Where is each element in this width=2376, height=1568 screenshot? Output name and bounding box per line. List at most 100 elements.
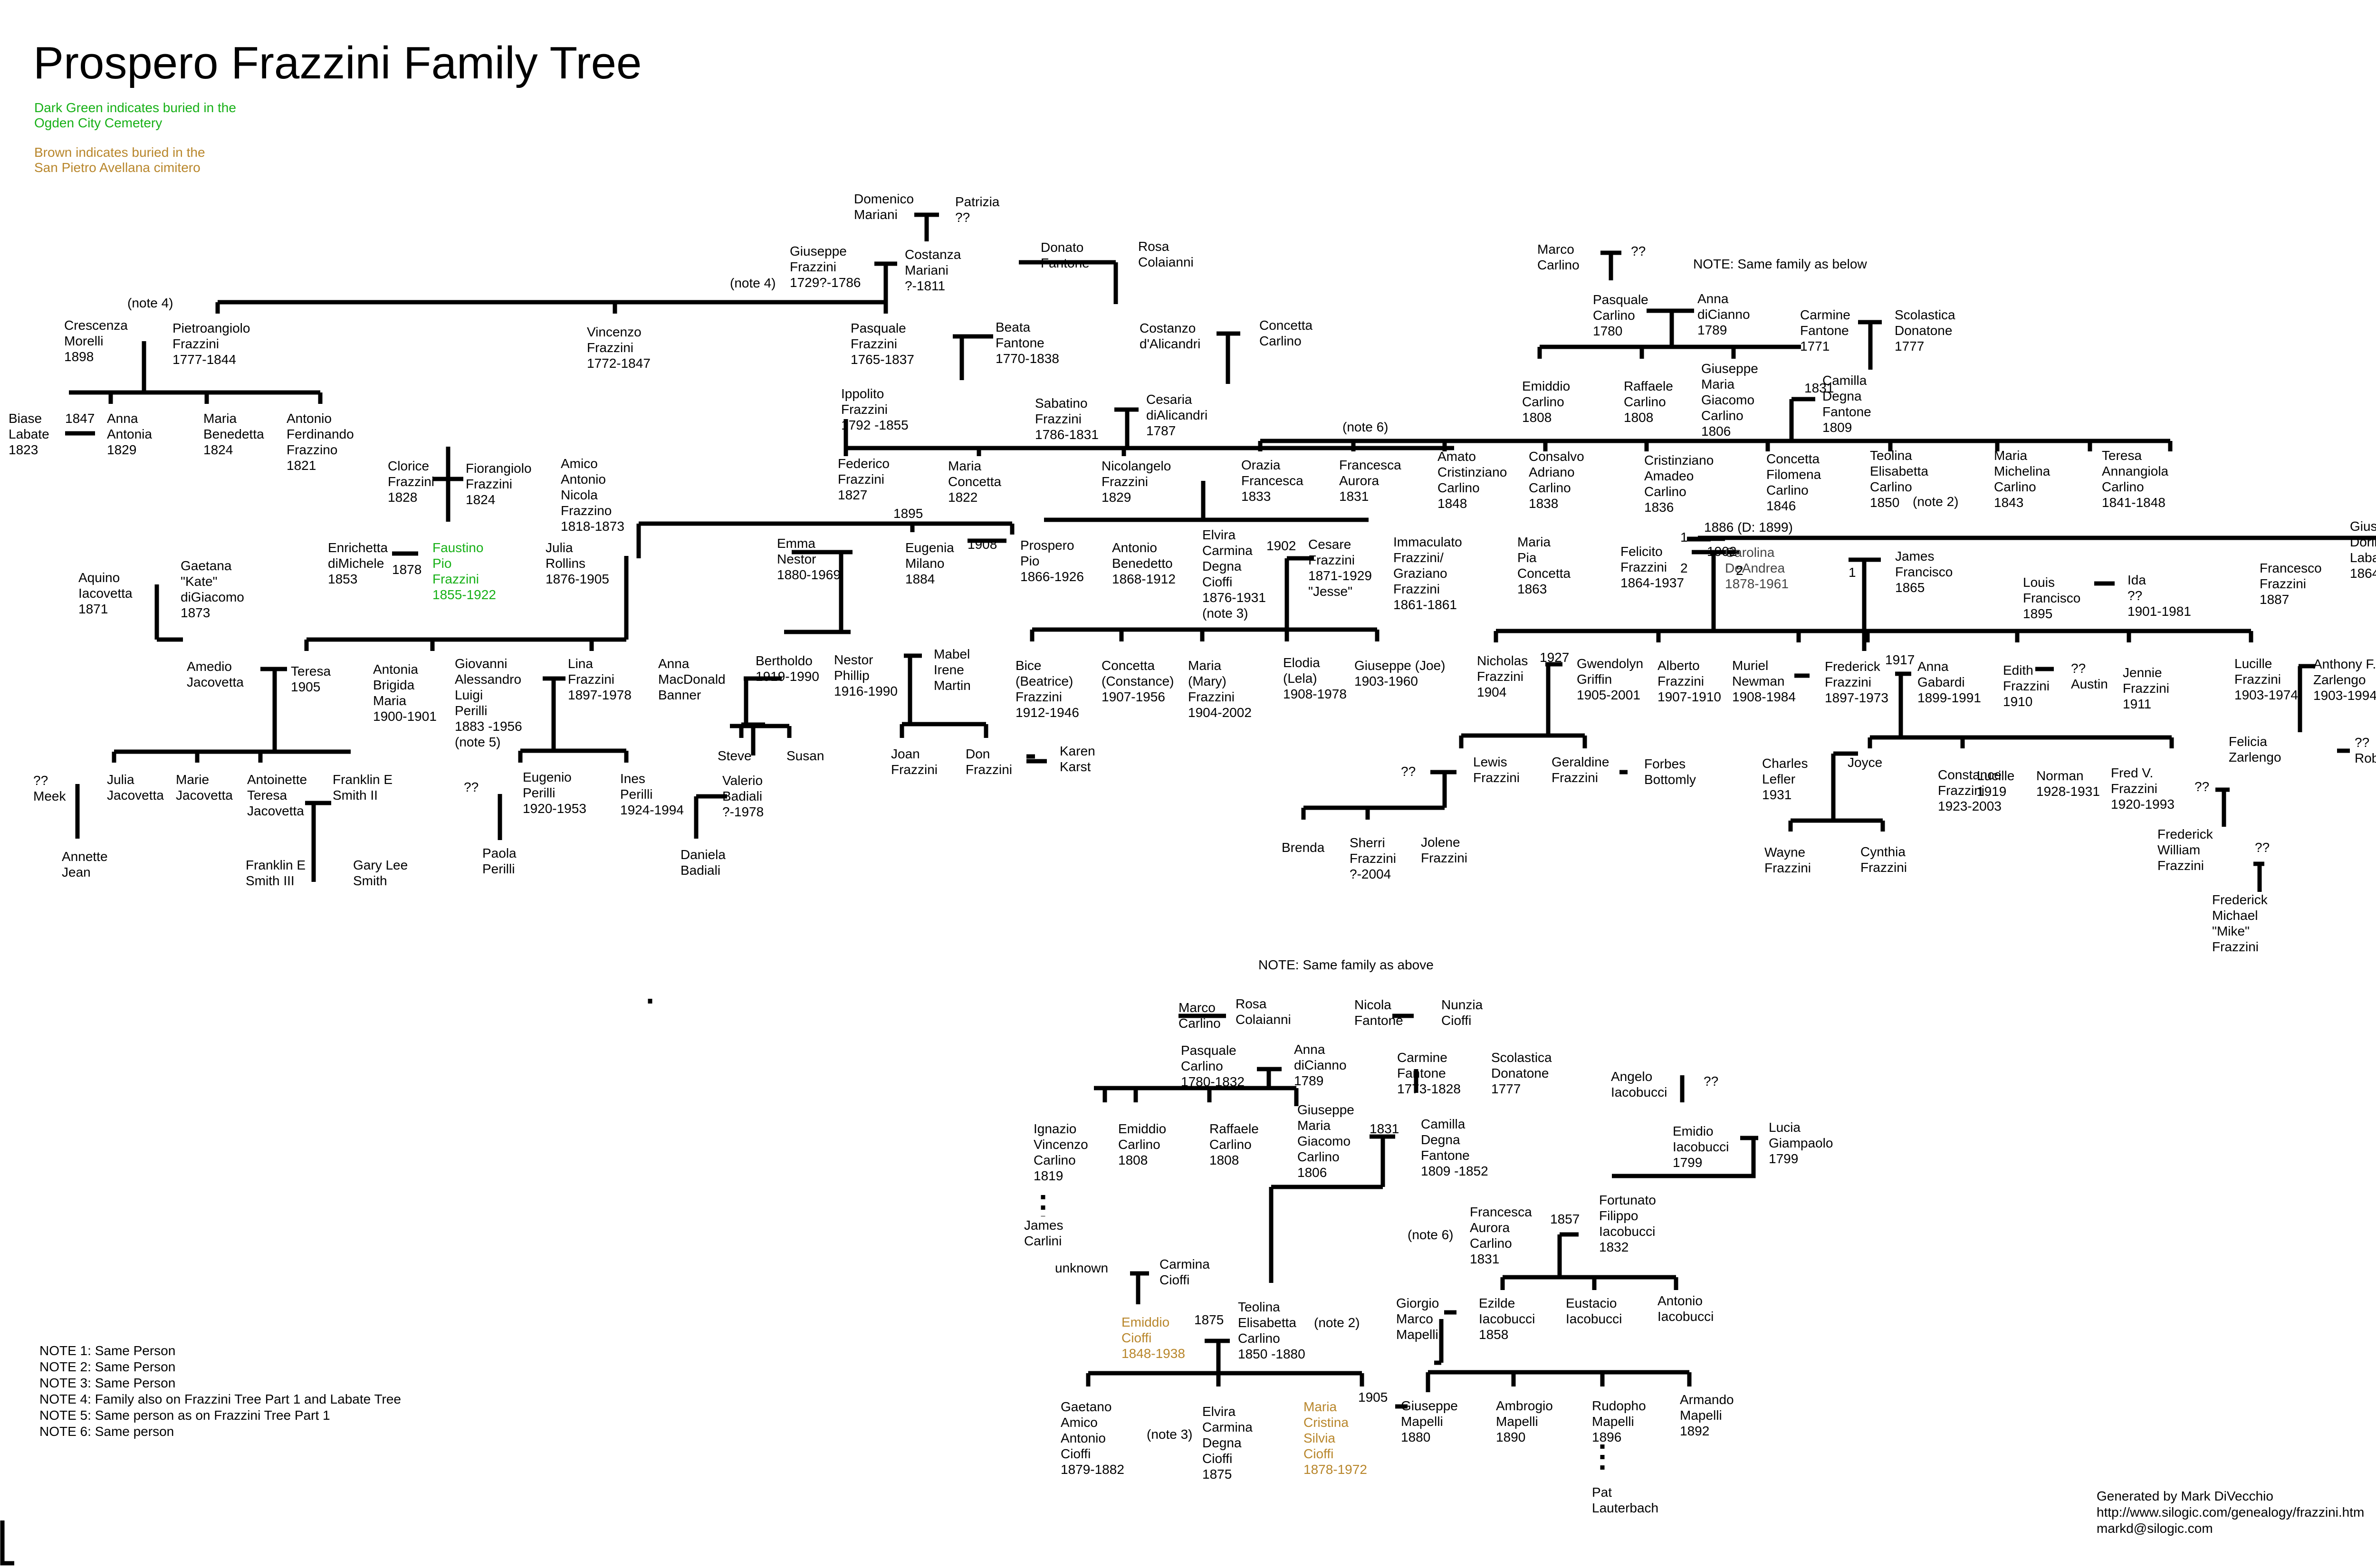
- person-name-line: 1729?-1786: [790, 275, 861, 290]
- person-name-line: Pasquale: [1593, 292, 1648, 307]
- person-name-line: Emiddio: [1522, 379, 1570, 393]
- annotation-m1878: 1878: [392, 562, 422, 577]
- person-name-line: Robbie: [2355, 751, 2376, 765]
- person-name-line: Emiddio: [1121, 1315, 1169, 1329]
- person-unknown-cioffi-parent: unknown: [1055, 1261, 1108, 1275]
- person-name-line: Cristinziano: [1644, 453, 1714, 468]
- person-name-line: Concetta: [1259, 318, 1313, 333]
- person-name-line: Aurora: [1339, 473, 1379, 488]
- person-name-line: 1868-1912: [1112, 572, 1176, 586]
- person-name-line: 1822: [948, 490, 977, 505]
- person-name-line: Gary Lee: [353, 858, 408, 872]
- person-name-line: 1850 -1880: [1238, 1347, 1305, 1361]
- person-name-line: Amato: [1437, 449, 1476, 464]
- person-name-line: Mapelli: [1401, 1414, 1443, 1429]
- person-name-line: 1808: [1522, 410, 1552, 425]
- person-name-line: ??: [2194, 779, 2209, 794]
- person-name-line: Smith: [353, 873, 387, 888]
- person-name-line: 1829: [107, 442, 136, 457]
- person-name-line: Frazzini: [1350, 851, 1396, 866]
- credit-url[interactable]: http://www.silogic.com/genealogy/frazzin…: [2097, 1505, 2364, 1520]
- person-name-line: 1823: [9, 442, 38, 457]
- person-name-line: 1919-1990: [756, 669, 819, 684]
- annotation-note-same-below: NOTE: Same family as below: [1693, 257, 1867, 271]
- annotation-m1917: 1917: [1885, 652, 1915, 667]
- person-name-line: Constance: [1938, 767, 2002, 782]
- person-name-line: Frazzini: [1620, 560, 1667, 574]
- person-name-line: 1897-1978: [568, 688, 632, 702]
- person-name-line: 1878-1961: [1725, 576, 1789, 591]
- annotation-note6-top: (note 6): [1342, 420, 1389, 434]
- person-name-line: 1841-1848: [2102, 495, 2165, 510]
- person-name-line: Frazzini: [1393, 582, 1440, 596]
- annotation-m1902b: 1902: [1707, 544, 1736, 559]
- person-name-line: Immaculato: [1393, 535, 1462, 549]
- legend-brown-line2: San Pietro Avellana cimitero: [34, 160, 201, 175]
- person-name-line: Nestor: [777, 552, 816, 566]
- person-name-line: Concetta: [1517, 566, 1571, 581]
- person-name-line: Franklin E: [333, 772, 393, 787]
- notes-list: NOTE 1: Same Person NOTE 2: Same Person …: [39, 1343, 401, 1439]
- person-name-line: Francisco: [2023, 591, 2080, 605]
- person-name-line: d'Alicandri: [1140, 336, 1200, 351]
- person-name-line: 1900-1901: [373, 709, 437, 724]
- person-meek: ??Meek: [33, 773, 66, 803]
- person-name-line: Eugenia: [905, 540, 954, 555]
- person-name-line: Iacobucci: [1673, 1139, 1729, 1154]
- person-name-line: Emma: [777, 536, 815, 551]
- person-name-line: Pasquale: [851, 321, 906, 335]
- person-name-line: (Mary): [1188, 674, 1226, 688]
- credit-email[interactable]: markd@silogic.com: [2097, 1521, 2213, 1536]
- person-name-line: Giuseppe (Joe): [1354, 658, 1445, 673]
- person-name-line: Angelo: [1611, 1069, 1652, 1084]
- person-name-line: Frazzini: [388, 474, 434, 489]
- person-name-line: Mapelli: [1496, 1414, 1538, 1429]
- person-name-line: Zarlengo: [2313, 672, 2366, 687]
- person-name-line: 1878-1972: [1303, 1462, 1367, 1477]
- person-name-line: Enrichetta: [328, 540, 388, 555]
- person-name-line: Silvia: [1303, 1431, 1335, 1445]
- person-name-line: Carlino: [1701, 408, 1744, 423]
- person-name-line: Frazzini: [2123, 681, 2169, 696]
- person-name-line: 1919: [1977, 784, 2006, 799]
- person-name-line: 1828: [388, 490, 417, 505]
- legend-green-line1: Dark Green indicates buried in the: [34, 100, 236, 115]
- person-name-line: (note 3): [1202, 606, 1248, 621]
- person-name-line: 1866-1926: [1020, 569, 1084, 584]
- person-name-line: Perilli: [455, 703, 487, 718]
- person-name-line: 1861-1861: [1393, 597, 1457, 612]
- person-name-line: Nicholas: [1477, 653, 1528, 668]
- person-name-line: Phillip: [834, 668, 870, 683]
- person-name-line: Frazzini: [1308, 553, 1355, 567]
- person-name-line: 1924-1994: [620, 803, 684, 817]
- person-name-line: Zarlengo: [2229, 750, 2281, 765]
- person-name-line: 1855-1922: [432, 587, 496, 602]
- person-name-line: Frazzini: [2157, 858, 2204, 873]
- person-name-line: Nunzia: [1441, 997, 1483, 1012]
- person-frederick-william-spouse: ??: [2255, 840, 2270, 855]
- person-name-line: Frazzini: [1938, 783, 1984, 798]
- person-name-line: Raffaele: [1209, 1121, 1259, 1136]
- person-name-line: Ferdinando: [287, 427, 354, 441]
- person-name-line: 1912-1946: [1016, 705, 1079, 720]
